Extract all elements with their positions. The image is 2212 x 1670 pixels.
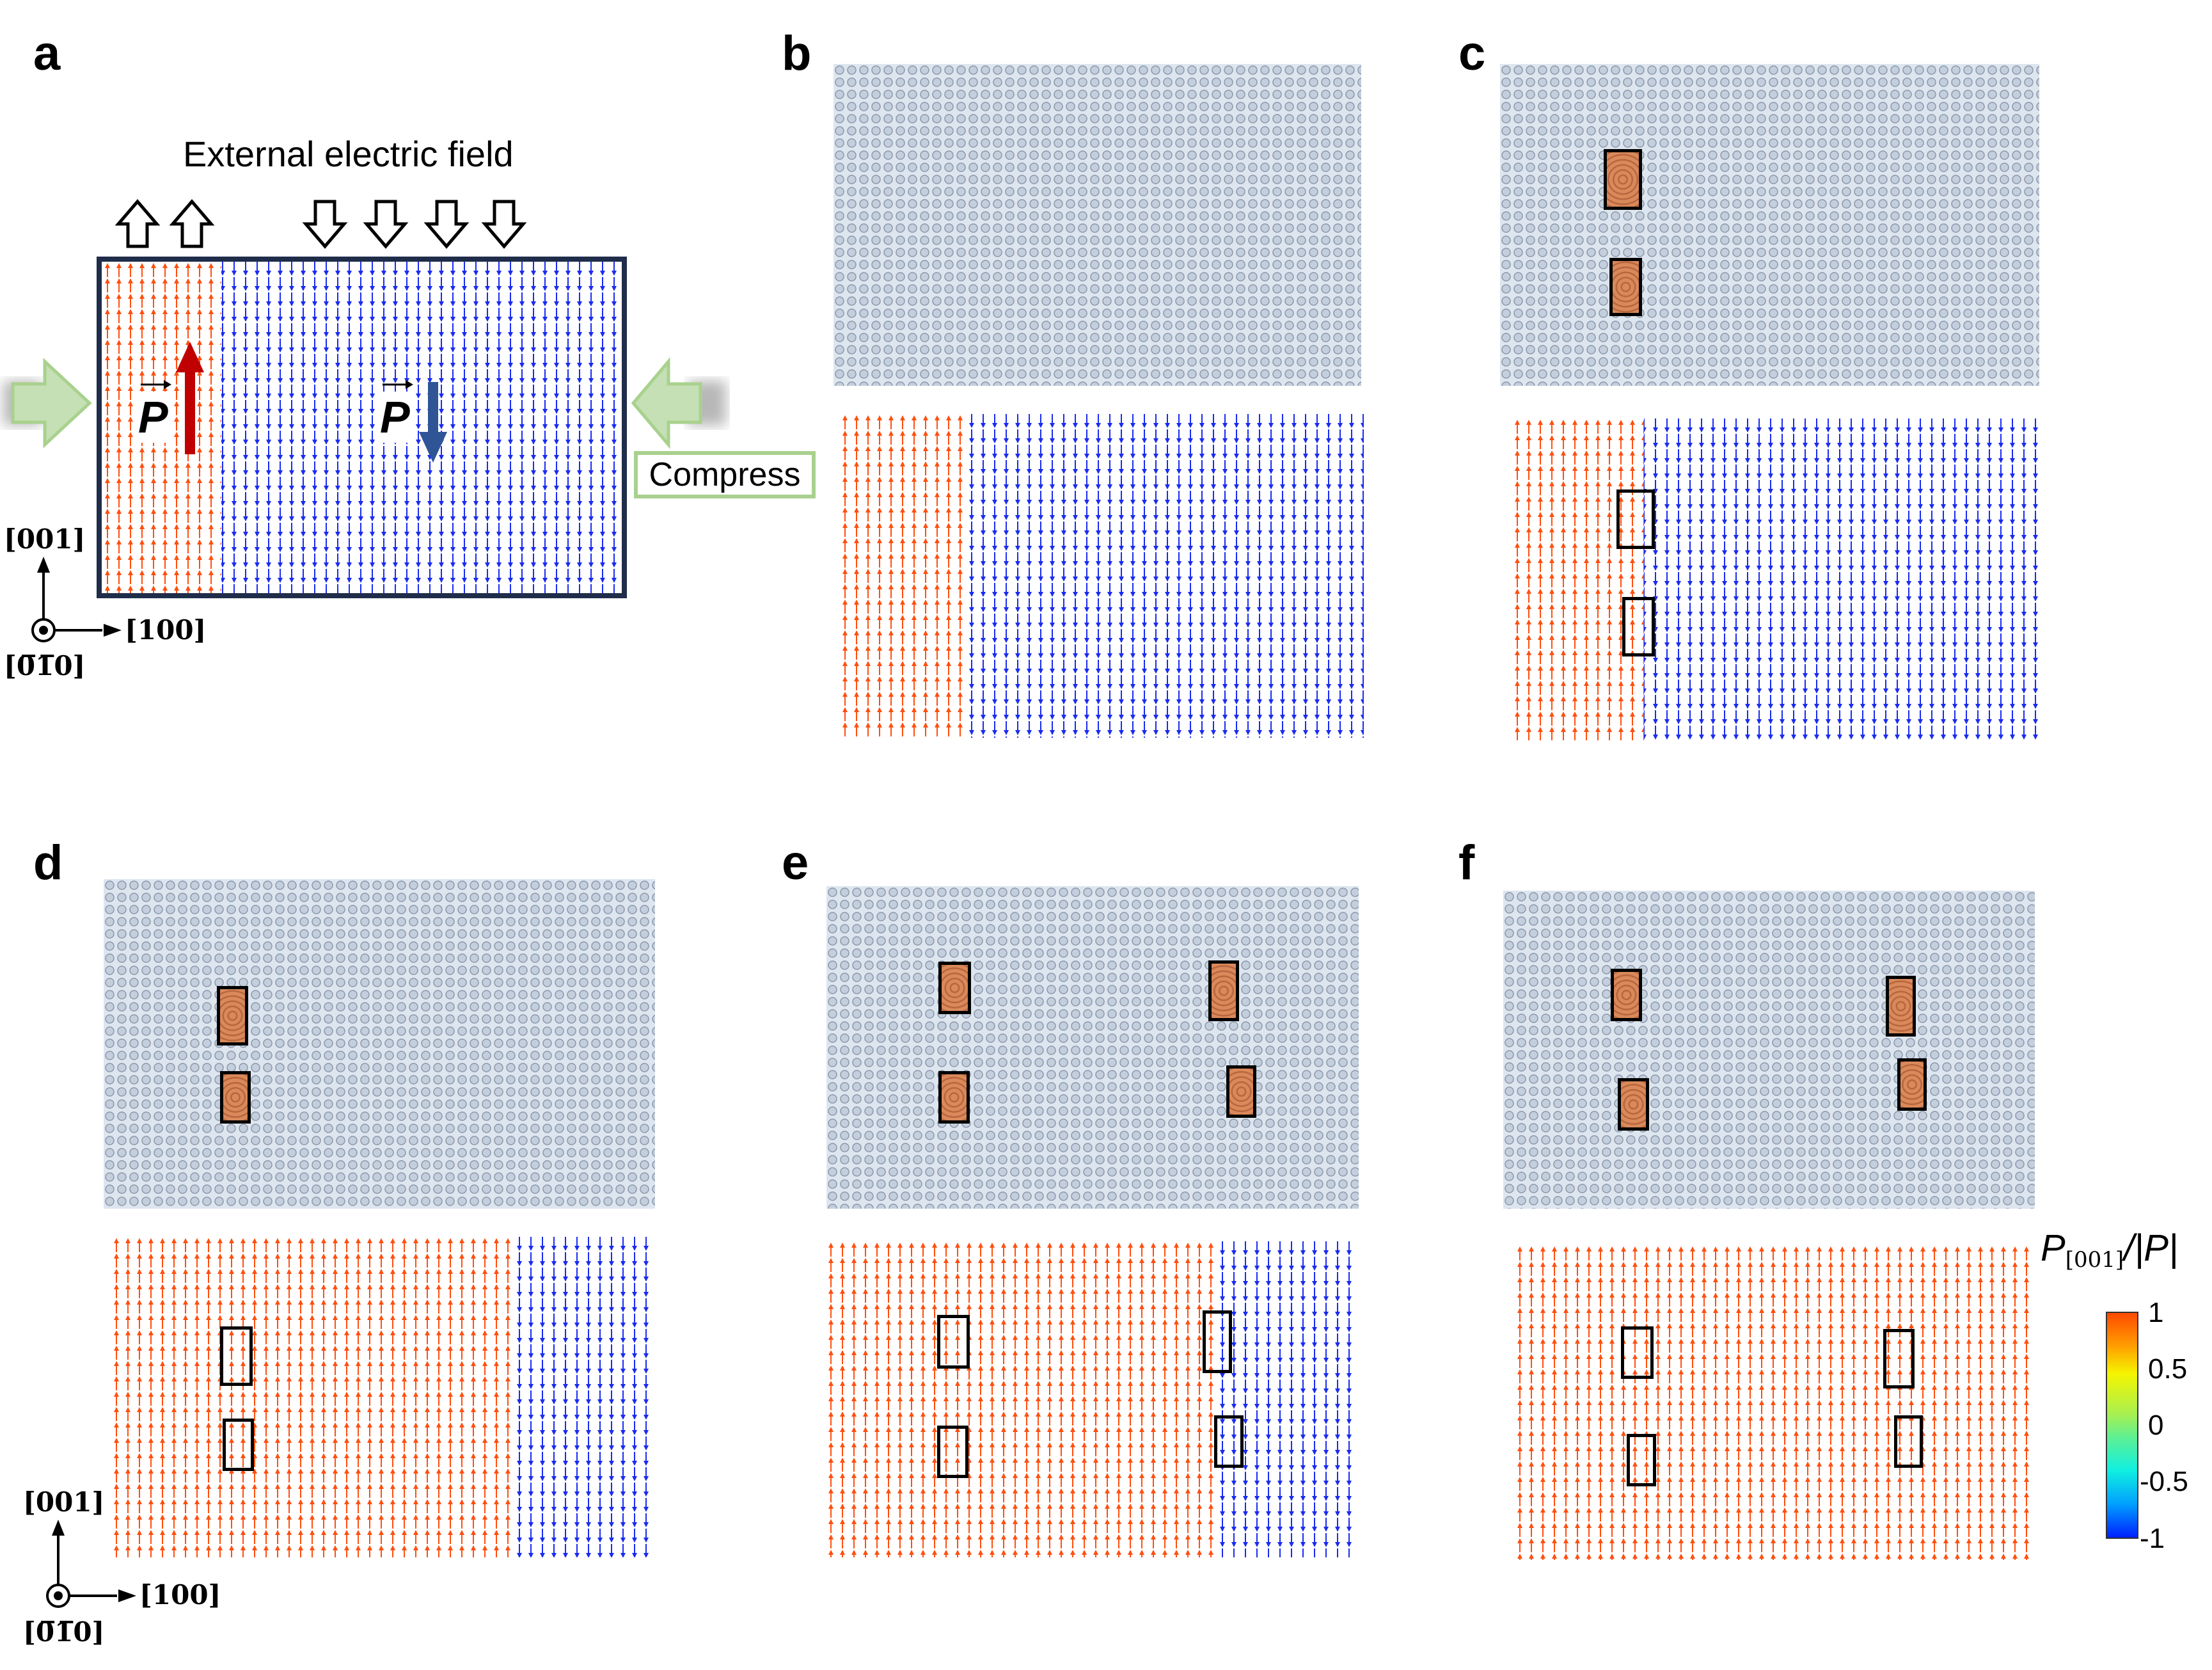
colorbar-tick: -1 (2140, 1523, 2165, 1554)
defect-box (1627, 1434, 1656, 1486)
atom-lattice (1500, 64, 2039, 386)
down-domain (1644, 418, 2042, 740)
polarization-field-d (111, 1237, 652, 1557)
panel-label-f: f (1458, 836, 1475, 890)
colorbar-label: P[001]/|P| (2041, 1227, 2178, 1278)
polarization-field-e (825, 1241, 1352, 1557)
axis-label-0-10: [0̅1̅0] (4, 650, 86, 681)
polarization-field-c (1512, 418, 2042, 740)
defect-box (1203, 1310, 1232, 1373)
axis-label-100: [100] (125, 614, 207, 646)
defect-box (938, 1071, 970, 1124)
defect-box (220, 1071, 251, 1124)
defect-box (223, 1419, 254, 1471)
defect-box (1897, 1058, 1927, 1111)
defect-box (937, 1426, 968, 1478)
atomic-structure-f (1503, 891, 2035, 1209)
defect-box (937, 1315, 970, 1369)
up-domain (1514, 1245, 2035, 1560)
defect-box (1609, 258, 1642, 316)
up-hollow-arrow-icon (115, 199, 215, 248)
atom-lattice (104, 879, 655, 1209)
panel-label-b: b (782, 26, 812, 81)
defect-box (1883, 1329, 1915, 1388)
defect-box (217, 986, 248, 1046)
axis-triad-icon (46, 1520, 136, 1608)
axis-label-0-10: [0̅1̅0] (23, 1616, 105, 1648)
axis-triad-icon (31, 557, 122, 642)
defect-box (1226, 1065, 1256, 1118)
colorbar (2106, 1312, 2138, 1539)
colorbar-label-main: P (2041, 1227, 2066, 1269)
axis-label-001: [001] (23, 1486, 105, 1518)
defect-box (220, 1326, 253, 1386)
panel-label-a: a (33, 26, 61, 81)
atom-lattice (1503, 891, 2035, 1209)
vector-arrow-icon (383, 380, 413, 389)
atomic-structure-c (1500, 64, 2039, 386)
polarization-symbol-down: P (377, 392, 413, 443)
down-domain (1215, 1241, 1352, 1557)
field-arrows (115, 199, 527, 249)
external-field-title: External electric field (183, 134, 514, 174)
compress-label: Compress (634, 451, 816, 498)
panel-label-e: e (782, 836, 809, 890)
defect-box (1616, 489, 1655, 549)
atom-lattice (833, 64, 1361, 386)
colorbar-tick: 1 (2148, 1297, 2164, 1328)
axis-label-001: [001] (4, 523, 86, 555)
colorbar-tick: 0 (2148, 1410, 2164, 1441)
polarization-field-b (839, 414, 1364, 738)
panel-label-c: c (1458, 26, 1486, 81)
defect-box (1604, 149, 1642, 210)
colorbar-tick: -0.5 (2140, 1466, 2188, 1497)
polarization-field-f (1514, 1245, 2035, 1560)
defect-box (1622, 597, 1655, 656)
panel-label-d: d (33, 836, 63, 890)
down-domain (512, 1237, 652, 1557)
up-polarization-arrow-icon (176, 342, 204, 454)
colorbar-tick: 0.5 (2148, 1353, 2188, 1385)
colorbar-label-sub: [001] (2065, 1247, 2124, 1273)
defect-box (1894, 1415, 1923, 1468)
vector-arrow-icon (141, 380, 171, 389)
defect-box (1618, 1078, 1649, 1131)
atomic-structure-d (104, 879, 655, 1209)
up-domain (1512, 418, 1644, 740)
up-domain (111, 1237, 512, 1557)
defect-box (1621, 1326, 1654, 1379)
defect-box (1886, 976, 1916, 1037)
colorbar-label-tail: /|P| (2124, 1227, 2179, 1269)
defect-box (1214, 1415, 1244, 1468)
up-domain (825, 1241, 1215, 1557)
down-polarization-arrow-icon (419, 382, 447, 463)
defect-box (938, 962, 971, 1014)
atom-lattice (826, 886, 1359, 1209)
polarization-field-a (97, 257, 627, 598)
up-domain (839, 414, 965, 738)
compress-arrow-right-icon (631, 357, 726, 449)
axis-label-100: [100] (139, 1579, 221, 1610)
polarization-symbol-up: P (136, 392, 171, 443)
down-domain (965, 414, 1364, 738)
atomic-structure-b (833, 64, 1361, 386)
down-hollow-arrow-icon (302, 200, 527, 249)
atomic-structure-e (826, 886, 1359, 1209)
down-domain (221, 262, 622, 593)
defect-box (1208, 960, 1239, 1021)
compress-arrow-left-icon (3, 358, 92, 449)
defect-box (1611, 969, 1642, 1021)
